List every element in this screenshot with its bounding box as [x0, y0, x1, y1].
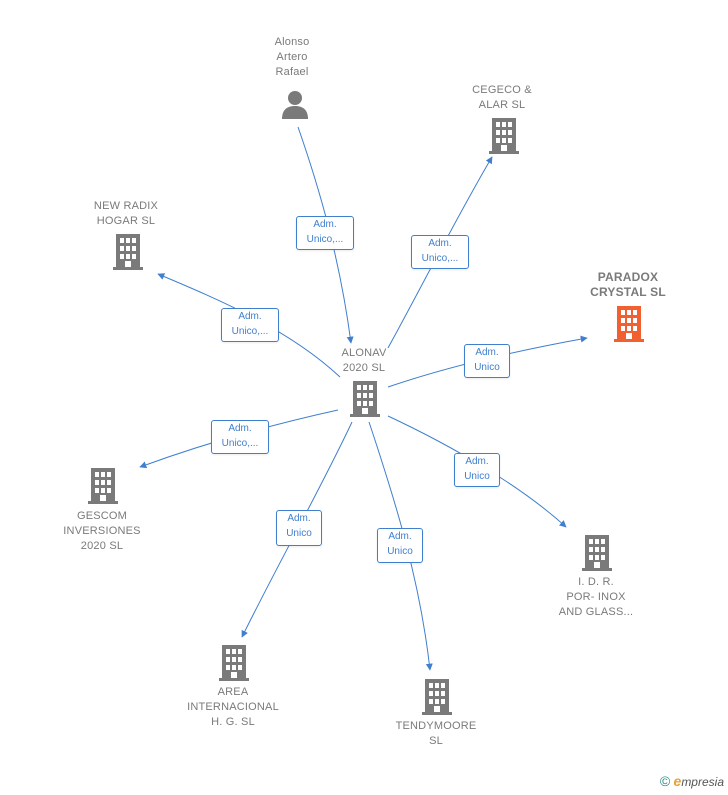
node-label-alonso[interactable]: Alonso Artero Rafael — [274, 36, 310, 78]
building-icon — [350, 381, 380, 417]
brand-initial: e — [673, 773, 682, 789]
node-label-tendy[interactable]: TENDYMOORE SL — [395, 720, 477, 747]
brand-name: mpresia — [681, 775, 724, 789]
node-label-area[interactable]: AREA INTERNACIONAL H. G. SL — [187, 686, 279, 728]
node-label-idr[interactable]: I. D. R. POR- INOX AND GLASS... — [558, 576, 634, 618]
building-icon — [219, 645, 249, 681]
node-label-alonav[interactable]: ALONAV 2020 SL — [341, 347, 387, 374]
empresia-watermark: © empresia — [660, 773, 724, 789]
building-icon — [88, 468, 118, 504]
edge-label-alonav-tendy[interactable]: Adm. Unico — [377, 528, 423, 563]
building-icon — [113, 234, 143, 270]
person-icon — [282, 91, 308, 119]
node-label-paradox[interactable]: PARADOX CRYSTAL SL — [590, 270, 666, 299]
building-icon — [489, 118, 519, 154]
building-icon — [582, 535, 612, 571]
edge-label-alonav-gescom[interactable]: Adm. Unico,... — [211, 420, 269, 454]
node-label-newradix[interactable]: NEW RADIX HOGAR SL — [93, 200, 159, 227]
edge-label-alonav-idr[interactable]: Adm. Unico — [454, 453, 500, 487]
node-label-cegeco[interactable]: CEGECO & ALAR SL — [472, 84, 532, 111]
edge-label-alonav-paradox[interactable]: Adm. Unico — [464, 344, 510, 378]
copyright-symbol: © — [659, 773, 671, 789]
edge-label-alonav-area[interactable]: Adm. Unico — [276, 510, 322, 546]
building-icon-highlighted — [614, 306, 644, 342]
building-icon — [422, 679, 452, 715]
edge-label-alonav-newradix[interactable]: Adm. Unico,... — [221, 308, 279, 342]
edge-label-alonso-alonav[interactable]: Adm. Unico,... — [296, 216, 354, 250]
node-label-gescom[interactable]: GESCOM INVERSIONES 2020 SL — [63, 510, 141, 552]
edge-label-alonav-cegeco[interactable]: Adm. Unico,... — [411, 235, 469, 269]
